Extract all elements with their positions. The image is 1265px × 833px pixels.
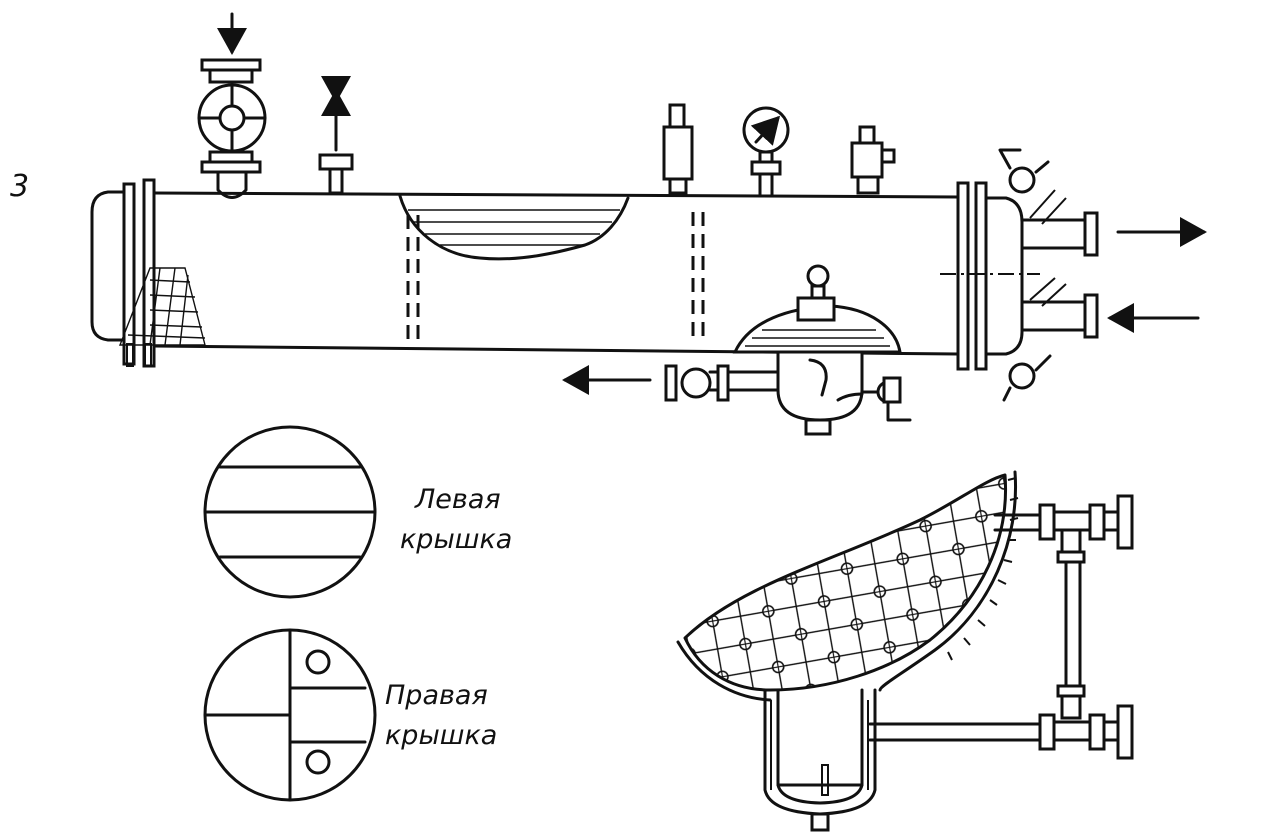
inlet-valve bbox=[197, 12, 267, 199]
right-cover-scheme bbox=[203, 628, 377, 802]
air-vent-fitting bbox=[318, 76, 354, 195]
collector-detail bbox=[676, 470, 1134, 832]
relief-valve bbox=[662, 103, 694, 195]
figure-number: 3 bbox=[10, 169, 29, 204]
left-cover-label-line1: Левая bbox=[414, 484, 501, 515]
sampling-tap bbox=[850, 125, 896, 195]
pressure-gauge bbox=[742, 106, 790, 198]
left-cover-label-line2: крышка bbox=[400, 524, 512, 555]
right-cover-label-line2: крышка bbox=[385, 720, 497, 751]
right-cover-label-line1: Правая bbox=[385, 680, 488, 711]
shell-assembly bbox=[90, 148, 1099, 402]
left-cover-scheme bbox=[203, 425, 377, 599]
condensate-collector bbox=[562, 264, 912, 436]
